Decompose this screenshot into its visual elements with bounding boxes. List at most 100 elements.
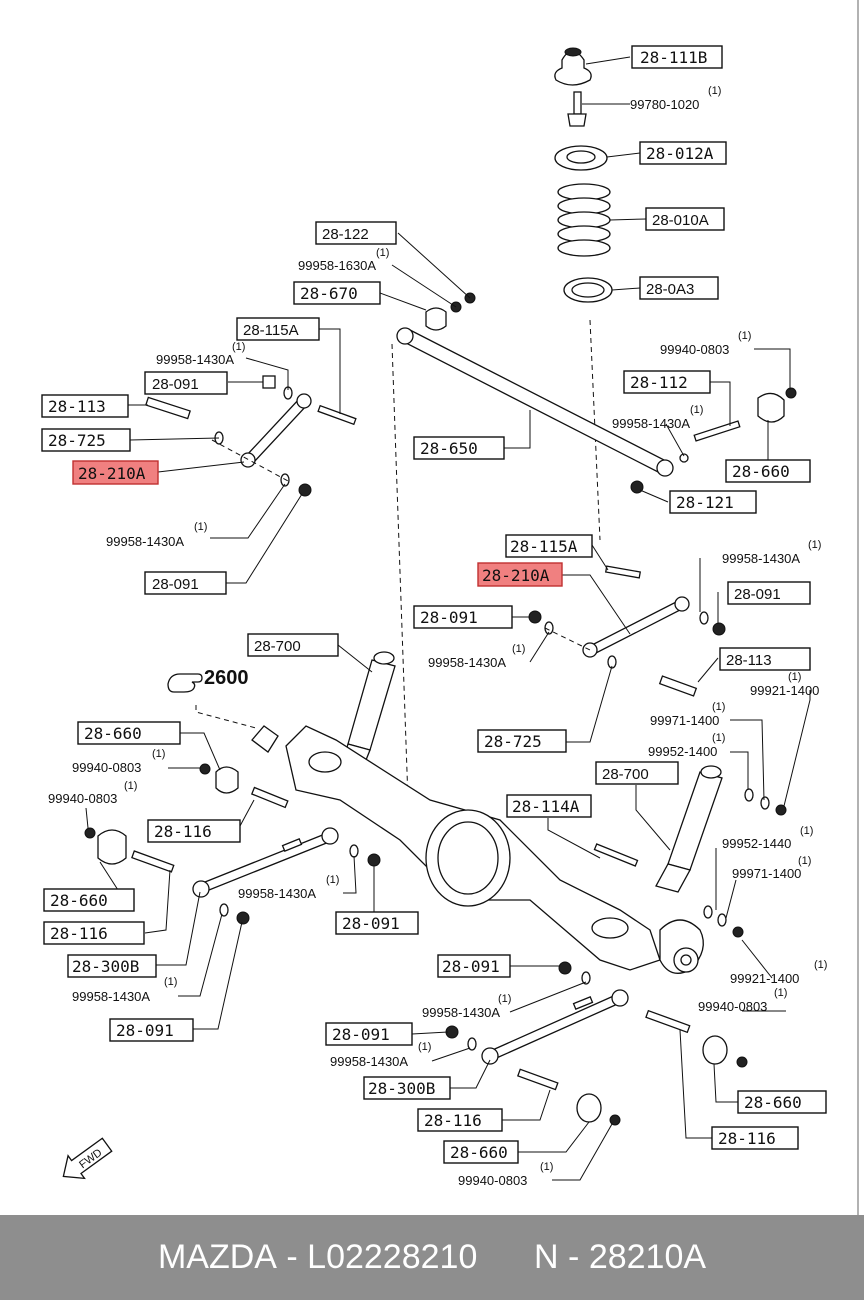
qty: (1): [712, 701, 725, 713]
axle-housing: [251, 725, 704, 974]
part-label-28-091: 28-091: [332, 1025, 390, 1044]
vent-bolt: [593, 843, 639, 867]
lateral-rod: [396, 292, 689, 494]
part-label-28-660: 28-660: [744, 1093, 802, 1112]
part-label-28-650: 28-650: [420, 439, 478, 458]
lower-left-hardware: [84, 763, 381, 925]
qty: (1): [690, 404, 703, 416]
part-number: 99940-0803: [458, 1173, 527, 1188]
part-label-28-660: 28-660: [732, 462, 790, 481]
part-label-28-660: 28-660: [84, 724, 142, 743]
part-number: 99958-1430A: [722, 551, 800, 566]
part-label-28-660: 28-660: [450, 1143, 508, 1162]
footer-brand: MAZDA: [157, 1238, 277, 1276]
part-number: 99940-0803: [698, 999, 767, 1014]
part-number: 99958-1430A: [428, 655, 506, 670]
leader-lines: [85, 56, 811, 1181]
qty: (1): [540, 1161, 553, 1173]
part-label-28-091: 28-091: [734, 586, 781, 603]
part-number: 99940-0803: [660, 342, 729, 357]
qty: (1): [194, 521, 207, 533]
part-number: 99958-1630A: [298, 258, 376, 273]
part-label-28-122: 28-122: [322, 226, 369, 243]
part-number: 99958-1430A: [612, 416, 690, 431]
qty: (1): [712, 732, 725, 744]
part-label-28-116: 28-116: [154, 822, 212, 841]
footer-oem-number: L02228210: [307, 1238, 478, 1276]
part-label-28-210a-highlight: 28-210A: [482, 566, 550, 585]
part-label-28-725: 28-725: [484, 732, 542, 751]
part-number: 99958-1430A: [72, 989, 150, 1004]
part-label-28-091: 28-091: [442, 957, 500, 976]
bushing-right-upper: [693, 387, 797, 442]
qty: (1): [798, 855, 811, 867]
qty: (1): [738, 330, 751, 342]
spring-seat-upper: [554, 145, 608, 171]
part-label-28-300b: 28-300B: [368, 1079, 435, 1098]
part-label-28-091: 28-091: [420, 608, 478, 627]
part-number: 99958-1430A: [156, 352, 234, 367]
part-label-28-012a: 28-012A: [646, 144, 714, 163]
part-number: 99958-1430A: [330, 1054, 408, 1069]
reference-callout: 2600: [167, 667, 249, 693]
boxed-labels: 28-111B 28-012A 28-010A 28-0A3 28-122 28…: [41, 45, 827, 1164]
parts-diagram: 28-111B 28-012A 28-010A 28-0A3 28-122 28…: [41, 0, 859, 1215]
footer-separator-2: N -: [534, 1238, 580, 1276]
part-number: 99971-1400: [650, 713, 719, 728]
part-numbers: (1) 99780-1020 (1) 99958-1630A (1) 99958…: [48, 85, 827, 1188]
part-label-28-0a3: 28-0A3: [646, 281, 694, 298]
part-number: 99921-1400: [750, 683, 819, 698]
qty: (1): [124, 780, 137, 792]
part-label-28-115a: 28-115A: [243, 322, 299, 339]
footer-bar: MAZDA - L02228210 N - 28210A: [0, 1215, 864, 1300]
part-number: 99958-1430A: [106, 534, 184, 549]
part-label-28-113: 28-113: [48, 397, 106, 416]
bolt-top: [567, 91, 587, 127]
upper-arm-right: [528, 565, 726, 697]
footer-separator: -: [286, 1238, 298, 1276]
qty: (1): [152, 748, 165, 760]
highlight-box-left: [72, 460, 159, 485]
upper-arm-left: [145, 375, 357, 497]
part-label-28-111b: 28-111B: [640, 48, 707, 67]
coil-spring: [557, 183, 611, 257]
qty: (1): [376, 247, 389, 259]
part-label-28-112: 28-112: [630, 373, 688, 392]
bump-stopper: [554, 47, 592, 86]
part-number: 99780-1020: [630, 97, 699, 112]
part-label-28-725: 28-725: [48, 431, 106, 450]
part-label-28-091: 28-091: [152, 376, 199, 393]
part-label-28-210a-highlight: 28-210A: [78, 464, 146, 483]
qty: (1): [232, 341, 245, 353]
rear-washers: [703, 788, 787, 938]
part-number: 99958-1430A: [238, 886, 316, 901]
qty: (1): [418, 1041, 431, 1053]
box-bg: [631, 45, 723, 69]
part-label-28-091: 28-091: [116, 1021, 174, 1040]
qty: (1): [512, 643, 525, 655]
shock-absorber-right: [655, 765, 723, 893]
part-label-28-091: 28-091: [152, 576, 199, 593]
qty: (1): [164, 976, 177, 988]
qty: (1): [498, 993, 511, 1005]
part-label-28-700: 28-700: [254, 638, 301, 655]
qty: (1): [808, 539, 821, 551]
part-label-28-091: 28-091: [342, 914, 400, 933]
part-label-28-660: 28-660: [50, 891, 108, 910]
reference-number: 2600: [204, 667, 249, 689]
qty: (1): [708, 85, 721, 97]
spring-seat-lower: [563, 277, 613, 303]
highlight-box-right: [477, 562, 563, 587]
part-label-28-115a: 28-115A: [510, 537, 578, 556]
qty: (1): [788, 671, 801, 683]
part-number: 99952-1440: [722, 836, 791, 851]
part-label-28-700: 28-700: [602, 766, 649, 783]
part-label-28-121: 28-121: [676, 493, 734, 512]
part-label-28-113: 28-113: [726, 652, 772, 669]
part-number: 99940-0803: [48, 791, 117, 806]
part-label-28-116: 28-116: [50, 924, 108, 943]
part-number: 99952-1400: [648, 744, 717, 759]
part-label-28-116: 28-116: [424, 1111, 482, 1130]
qty: (1): [326, 874, 339, 886]
part-number: 99958-1430A: [422, 1005, 500, 1020]
